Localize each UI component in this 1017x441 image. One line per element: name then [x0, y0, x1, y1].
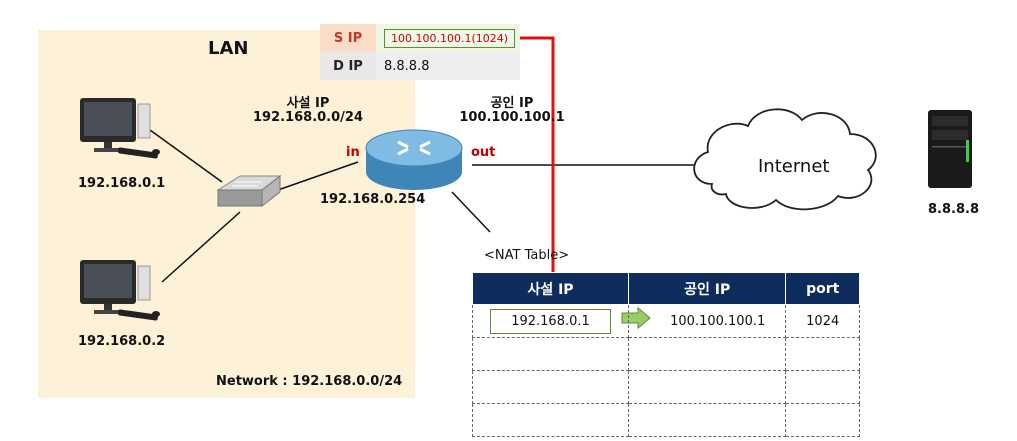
server-icon [928, 110, 972, 188]
nat-private-ip: 192.168.0.1 [490, 308, 611, 334]
dst-ip-value: 8.8.8.8 [376, 52, 520, 80]
link-switch-router [277, 161, 359, 191]
table-row: 192.168.0.1 100.100.100.1 1024 [472, 304, 860, 338]
nat-port: 1024 [785, 304, 860, 338]
nat-header-port: port [785, 272, 860, 305]
link-pc1-switch [149, 129, 223, 183]
router-lan-ip: 192.168.0.254 [320, 192, 426, 207]
computer-icon [80, 260, 160, 321]
lan-title: LAN [208, 38, 249, 59]
internet-cloud-icon [693, 108, 877, 211]
nat-public-ip: 100.100.100.1 [627, 304, 787, 338]
private-network: 192.168.0.0/24 [252, 110, 364, 125]
table-row [472, 337, 860, 371]
nat-header-public: 공인 IP [627, 272, 787, 305]
public-ip: 100.100.100.1 [459, 110, 565, 125]
link-router-nat [451, 191, 491, 233]
computer-icon [80, 98, 160, 159]
src-ip-label: S IP [320, 24, 376, 52]
src-ip-value: 100.100.100.1(1024) [384, 28, 516, 48]
lan-area [38, 30, 415, 398]
nat-table-title: <NAT Table> [484, 248, 570, 263]
switch-icon [216, 174, 282, 208]
router-in-label: in [346, 145, 360, 160]
router-icon [365, 129, 463, 190]
nat-header-private: 사설 IP [472, 272, 629, 305]
packet-header: S IP 100.100.100.1(1024) D IP 8.8.8.8 [320, 24, 520, 84]
host-ip-label: 192.168.0.2 [78, 334, 166, 349]
link-pc2-switch [161, 211, 241, 283]
nat-table: 사설 IP 공인 IP port 192.168.0.1 100.100.100… [472, 272, 860, 437]
host-ip-label: 192.168.0.1 [78, 176, 166, 191]
table-row [472, 403, 860, 437]
nat-translation-arrow [512, 36, 555, 290]
public-ip-label: 공인 IP [490, 96, 534, 111]
table-row [472, 370, 860, 404]
dst-ip-label: D IP [320, 52, 376, 80]
private-ip-label: 사설 IP [286, 96, 330, 111]
internet-label: Internet [758, 156, 830, 177]
network-label: Network : 192.168.0.0/24 [216, 374, 403, 389]
server-ip-label: 8.8.8.8 [928, 202, 979, 217]
router-out-label: out [471, 145, 496, 160]
